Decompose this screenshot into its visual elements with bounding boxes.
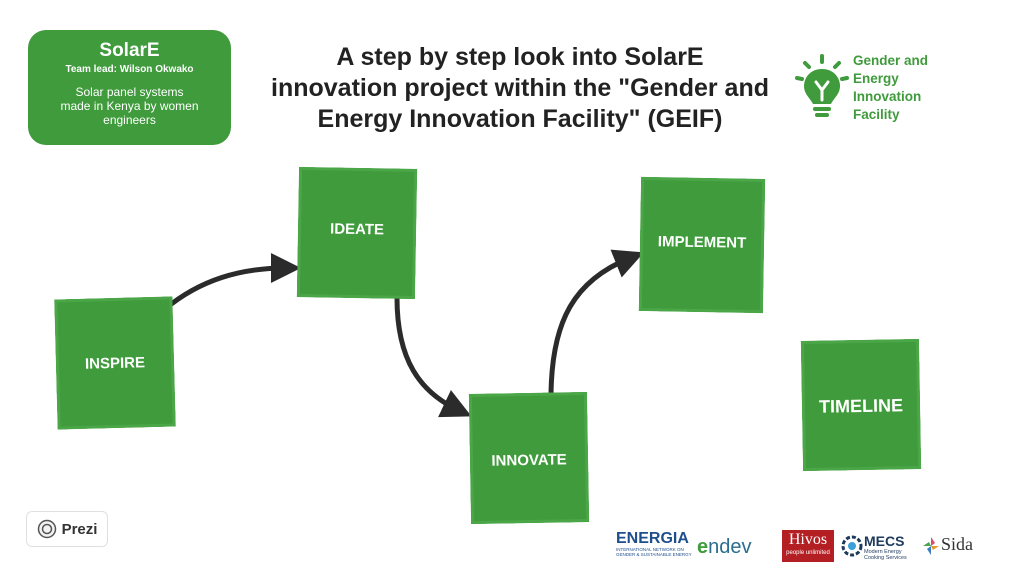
- sida-pinwheel-icon: [923, 537, 939, 555]
- endev-logo: endev: [697, 536, 752, 559]
- geif-logo-text: Gender and Energy Innovation Facility: [853, 52, 963, 124]
- project-info-card: SolarE Team lead: Wilson Okwako Solar pa…: [28, 30, 231, 145]
- mecs-ring-icon: [841, 535, 863, 557]
- hivos-tagline: people unlimited: [786, 550, 830, 556]
- team-lead: Team lead: Wilson Okwako: [65, 64, 194, 75]
- project-title: SolarE: [99, 40, 160, 61]
- mecs-tagline: Modern Energy Cooking Services: [864, 549, 907, 561]
- lightbulb-icon: [795, 54, 849, 117]
- arrow-ideate-to-innovate: [394, 297, 472, 418]
- endev-rest: ndev: [708, 536, 752, 558]
- arrow-inspire-to-ideate: [163, 253, 301, 311]
- step-implement-label: IMPLEMENT: [657, 233, 747, 252]
- geif-logo-line: Energy: [853, 71, 899, 86]
- endev-prefix: e: [697, 536, 709, 558]
- prezi-label: Prezi: [61, 520, 98, 538]
- energia-name: ENERGIA: [616, 530, 689, 547]
- mecs-name: MECS: [864, 533, 905, 549]
- energia-logo: ENERGIA INTERNATIONAL NETWORK ON GENDER …: [616, 530, 692, 557]
- prezi-button[interactable]: Prezi: [26, 511, 108, 547]
- page-title: A step by step look into SolarE innovati…: [271, 43, 769, 133]
- geif-logo-line: Innovation: [853, 89, 922, 104]
- hivos-logo: Hivos people unlimited: [782, 530, 834, 562]
- hivos-name: Hivos: [788, 531, 828, 548]
- arrow-innovate-to-implement: [548, 249, 644, 399]
- step-innovate-label: INNOVATE: [491, 451, 567, 470]
- geif-logo-line: Facility: [853, 107, 900, 122]
- step-inspire-label: INSPIRE: [84, 353, 146, 373]
- step-ideate-label: IDEATE: [329, 220, 385, 239]
- step-ideate[interactable]: IDEATE: [296, 166, 418, 300]
- step-innovate[interactable]: INNOVATE: [468, 391, 590, 525]
- step-timeline[interactable]: TIMELINE: [800, 338, 922, 472]
- project-description: Solar panel systems made in Kenya by wom…: [60, 85, 199, 127]
- energia-tagline: INTERNATIONAL NETWORK ON GENDER & SUSTAI…: [616, 547, 692, 557]
- step-inspire[interactable]: INSPIRE: [54, 296, 176, 430]
- prezi-icon: [37, 519, 56, 539]
- geif-logo-line: Gender and: [853, 53, 929, 68]
- partner-logos: ENERGIA INTERNATIONAL NETWORK ON GENDER …: [616, 530, 988, 564]
- sida-name: Sida: [941, 534, 974, 554]
- geif-logo: Gender and Energy Innovation Facility: [792, 52, 962, 132]
- step-timeline-label: TIMELINE: [818, 394, 904, 417]
- step-implement[interactable]: IMPLEMENT: [638, 176, 766, 314]
